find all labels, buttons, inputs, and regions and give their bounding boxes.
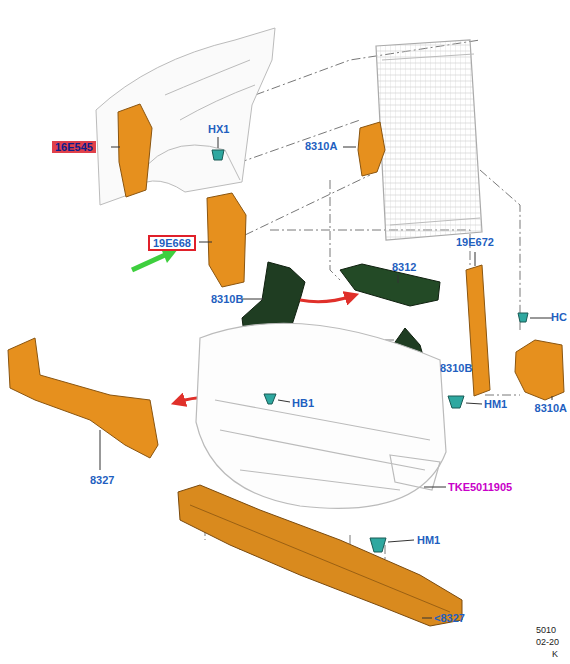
leader-line: [100, 430, 101, 470]
bumper-bracket: [8, 338, 158, 458]
air-deflector-panel: [340, 264, 440, 306]
fastener-code: HC: [551, 311, 567, 324]
figure-code: K: [552, 649, 558, 660]
fender: [96, 28, 275, 205]
part-number: 16E545: [55, 141, 93, 153]
part-number-highlight: 19E668: [148, 235, 196, 251]
part-number: 19E668: [153, 237, 191, 249]
seal-strip: [466, 265, 490, 396]
leader-line: [398, 275, 399, 283]
figure-code: 5010: [536, 625, 556, 636]
part-number: 8310A: [535, 402, 567, 415]
radiator: [376, 40, 482, 240]
air-deflector-bracket: [358, 122, 385, 176]
lower-shield: [190, 505, 450, 612]
fastener-code: HB1: [292, 397, 314, 410]
part-number: 8310B: [440, 362, 472, 375]
leader-line: [199, 242, 212, 243]
move-arrow: [300, 296, 352, 302]
figure-date: 02-20: [536, 637, 559, 648]
fastener-code: HX1: [208, 123, 229, 136]
leader-line: [422, 618, 432, 619]
air-deflector-bracket: [515, 340, 564, 400]
splash-shield: [118, 104, 152, 197]
front-bumper: [196, 323, 446, 508]
part-number: 8310A: [305, 140, 337, 153]
part-number: <8327: [434, 612, 465, 625]
fastener-code: HM1: [484, 398, 507, 411]
part-number: 8327: [90, 474, 114, 487]
pointer-arrow: [132, 255, 165, 270]
part-number: 8312: [392, 261, 416, 274]
part-number: 8310B: [211, 293, 243, 306]
leader-line: [424, 487, 446, 488]
clip: [212, 150, 528, 552]
lower-shield: [178, 485, 462, 626]
part-number: 19E672: [456, 236, 494, 249]
part-number: TKE5011905: [448, 481, 512, 494]
leader-line: [111, 147, 120, 148]
part-number-highlight: 16E545: [52, 141, 96, 153]
leader-line: [343, 147, 356, 148]
leader-line: [552, 396, 553, 400]
leader-line: [242, 299, 264, 300]
leader-line: [218, 137, 552, 542]
leader-line: [475, 252, 476, 266]
fastener-code: HM1: [417, 534, 440, 547]
seal-piece: [207, 193, 246, 287]
